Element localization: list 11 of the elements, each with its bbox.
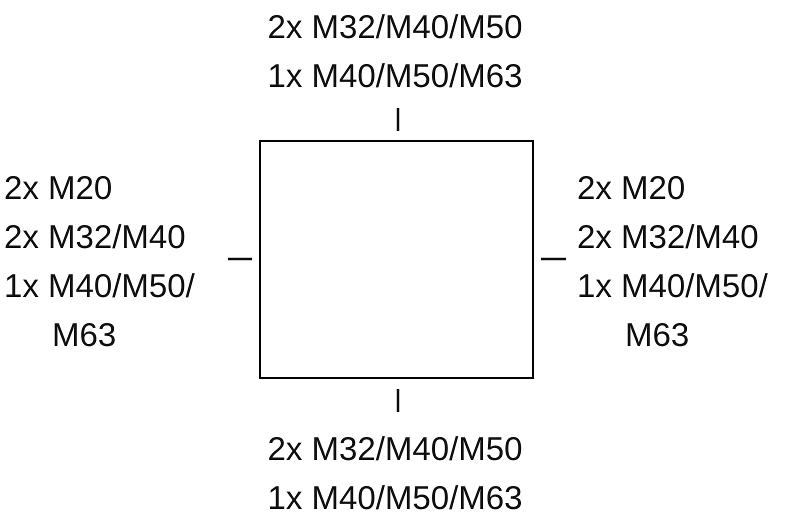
cable-entry-label: 2x M32/M40/M50 — [268, 7, 522, 47]
cable-entry-label: 1x M40/M50/ M63 — [4, 266, 196, 355]
cable-entry-label: 2x M32/M40 — [4, 217, 186, 257]
cable-entry-label: 2x M32/M40/M50 — [268, 429, 522, 469]
cable-entry-label: 2x M20 — [4, 168, 112, 208]
box-outline — [259, 140, 534, 379]
cable-entry-label: 2x M32/M40 — [577, 217, 759, 257]
cable-entry-label: 1x M40/M50/M63 — [268, 478, 522, 518]
cable-entry-label: 1x M40/M50/M63 — [268, 56, 522, 96]
cable-entry-label: 1x M40/M50/ M63 — [577, 266, 769, 355]
cable-entry-label: 2x M20 — [577, 168, 686, 208]
